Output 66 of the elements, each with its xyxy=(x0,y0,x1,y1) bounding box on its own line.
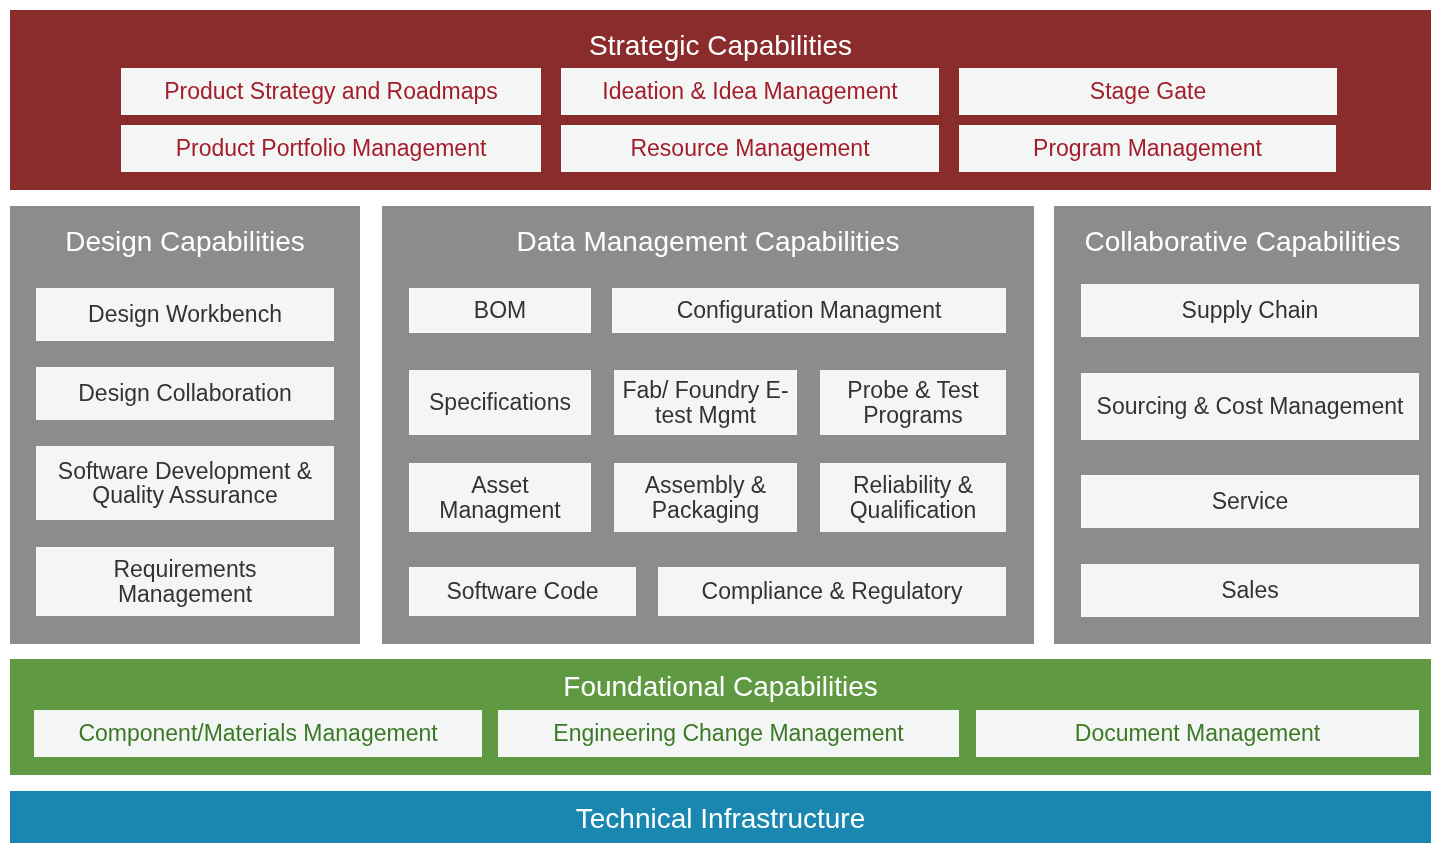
capability-band xyxy=(10,659,1431,775)
capability-box xyxy=(959,68,1337,115)
capability-box xyxy=(1081,564,1419,617)
capability-label: Design Workbench xyxy=(88,302,282,327)
capability-box xyxy=(36,547,334,616)
capability-box xyxy=(1081,475,1419,528)
band-heading: Collaborative Capabilities xyxy=(1084,225,1401,259)
capability-band xyxy=(10,10,1431,190)
capability-box xyxy=(614,463,797,532)
capability-label: Software Code xyxy=(446,579,599,604)
capability-label: Design Collaboration xyxy=(78,381,292,406)
capability-label: Assembly & Packaging xyxy=(643,473,768,522)
capability-box xyxy=(36,446,334,520)
capability-box xyxy=(976,710,1419,757)
capability-box xyxy=(561,68,939,115)
capability-label: Product Strategy and Roadmaps xyxy=(164,79,498,104)
capability-box xyxy=(409,370,591,435)
capability-box xyxy=(34,710,482,757)
band-heading: Design Capabilities xyxy=(65,225,305,259)
capability-label: Probe & Test Programs xyxy=(846,378,980,427)
capability-label: Asset Managment xyxy=(438,473,562,522)
capability-band xyxy=(382,206,1034,644)
capability-box xyxy=(820,463,1006,532)
capability-label: Specifications xyxy=(429,390,571,415)
capability-label: Configuration Managment xyxy=(676,298,942,323)
capability-box xyxy=(36,367,334,420)
capability-label: Product Portfolio Management xyxy=(175,136,487,161)
capability-box xyxy=(409,567,636,616)
capability-label: Component/Materials Management xyxy=(78,721,438,746)
capability-box xyxy=(820,370,1006,435)
capability-box xyxy=(36,288,334,341)
capability-box xyxy=(121,125,541,172)
capability-label: Software Development & Quality Assurance xyxy=(56,458,314,508)
capability-label: Document Management xyxy=(1074,721,1321,746)
band-heading: Strategic Capabilities xyxy=(589,29,852,63)
capability-box xyxy=(121,68,541,115)
capability-label: Program Management xyxy=(1033,136,1262,161)
capability-box xyxy=(1081,373,1419,440)
capability-band xyxy=(1054,206,1431,644)
capability-label: Reliability & Qualification xyxy=(848,473,978,522)
capability-label: Engineering Change Management xyxy=(553,721,904,746)
capability-band xyxy=(10,791,1431,843)
capability-box xyxy=(409,288,591,333)
capability-box xyxy=(959,125,1336,172)
capability-label: Supply Chain xyxy=(1181,298,1319,323)
band-heading: Foundational Capabilities xyxy=(563,670,878,704)
capability-label: Sourcing & Cost Management xyxy=(1096,394,1404,419)
band-heading: Technical Infrastructure xyxy=(575,802,866,836)
capability-label: Ideation & Idea Management xyxy=(602,79,898,104)
band-heading: Data Management Capabilities xyxy=(516,225,900,259)
capability-label: Requirements Management xyxy=(112,557,258,606)
capability-box xyxy=(612,288,1006,333)
capability-box xyxy=(658,567,1006,616)
capability-box xyxy=(561,125,939,172)
capability-box xyxy=(498,710,959,757)
capability-label: Service xyxy=(1211,489,1289,514)
capability-label: Sales xyxy=(1221,578,1279,603)
capability-label: Resource Management xyxy=(630,136,870,161)
capability-label: BOM xyxy=(473,298,527,323)
capability-box xyxy=(614,370,797,435)
capability-label: Compliance & Regulatory xyxy=(701,579,963,604)
capability-label: Fab/ Foundry E-test Mgmt xyxy=(622,378,789,427)
capability-box xyxy=(409,463,591,532)
capability-label: Stage Gate xyxy=(1089,79,1207,104)
capability-band xyxy=(10,206,360,644)
capability-box xyxy=(1081,284,1419,337)
